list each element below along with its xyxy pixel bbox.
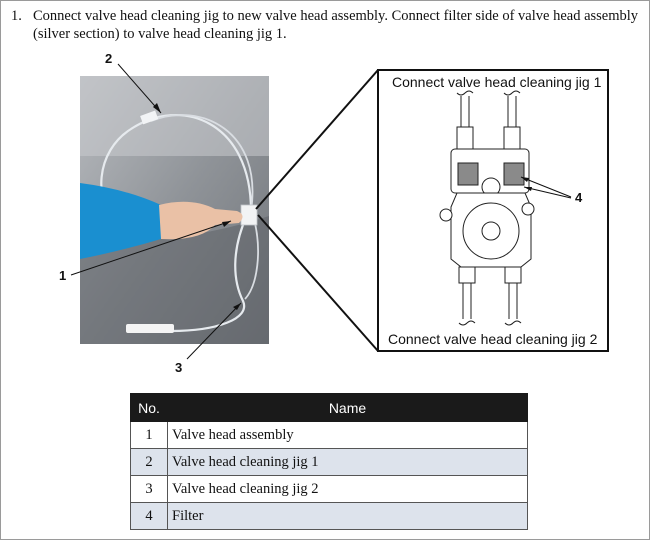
hand: [159, 201, 243, 240]
inset-bottom-label: Connect valve head cleaning jig 2: [388, 331, 598, 347]
callout-2: 2: [105, 51, 112, 66]
row-name: Valve head cleaning jig 1: [167, 448, 528, 476]
callout-4: 4: [575, 190, 583, 205]
table-row: 4 Filter: [130, 502, 528, 530]
parts-table: No. Name 1 Valve head assembly 2 Valve h…: [130, 393, 528, 530]
blue-sleeve: [80, 183, 161, 259]
table-row: 3 Valve head cleaning jig 2: [130, 475, 528, 503]
callout-3: 3: [175, 360, 182, 375]
row-name: Filter: [167, 502, 528, 530]
row-no: 4: [130, 502, 168, 530]
row-name: Valve head cleaning jig 2: [167, 475, 528, 503]
row-no: 2: [130, 448, 168, 476]
table-row: 1 Valve head assembly: [130, 421, 528, 449]
header-no: No.: [130, 393, 168, 422]
zoom-connector: [255, 69, 379, 352]
row-no: 3: [130, 475, 168, 503]
inset-detail: Connect valve head cleaning jig 1 Connec…: [377, 69, 609, 352]
header-name: Name: [167, 393, 528, 422]
filter-right: [503, 162, 525, 186]
table-header-row: No. Name: [130, 393, 528, 422]
assembly-photo: [80, 76, 269, 344]
step-number: 1.: [11, 8, 22, 24]
procedure-figure: 2 1 3 Connect valve head cleaning jig 1 …: [59, 51, 609, 375]
callout-leaders: [70, 63, 242, 360]
inset-top-label: Connect valve head cleaning jig 1: [392, 74, 602, 90]
row-no: 1: [130, 421, 168, 449]
table-row: 2 Valve head cleaning jig 1: [130, 448, 528, 476]
step-text: Connect valve head cleaning jig to new v…: [33, 8, 639, 42]
row-name: Valve head assembly: [167, 421, 528, 449]
callout-1: 1: [59, 268, 66, 283]
filter-left: [457, 162, 479, 186]
